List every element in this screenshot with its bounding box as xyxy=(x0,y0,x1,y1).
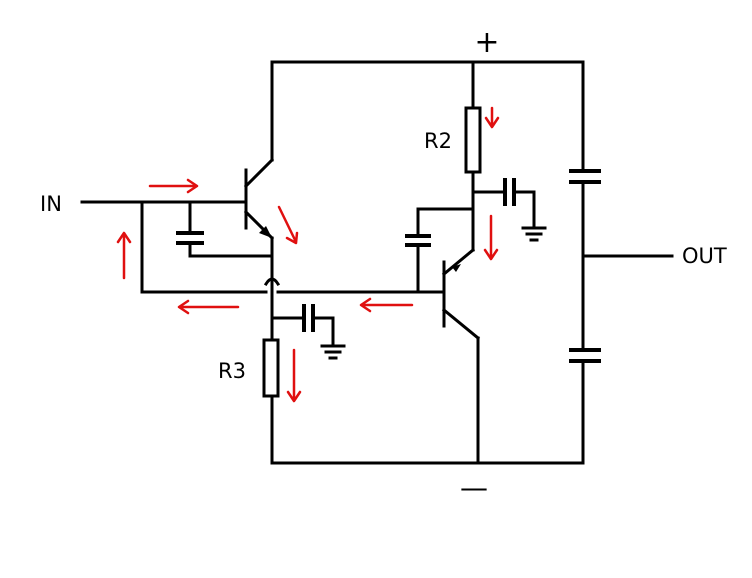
current-arrow-q1-emitter xyxy=(277,205,299,245)
current-arrow-r3 xyxy=(286,348,302,403)
q2-feedback-capacitor xyxy=(405,207,475,294)
current-arrow-input xyxy=(148,178,199,194)
input-wire xyxy=(80,200,248,294)
r2-bypass-capacitor xyxy=(471,178,547,242)
r3-bypass-capacitor xyxy=(270,304,346,360)
output-label: OUT xyxy=(682,244,727,268)
minus-terminal-label: — xyxy=(460,471,488,504)
current-arrow-r2 xyxy=(484,106,500,129)
input-capacitor xyxy=(176,200,274,258)
resistor-r2 xyxy=(464,60,482,252)
input-label: IN xyxy=(40,192,62,216)
current-arrow-feedback-left xyxy=(177,299,240,315)
r2-label: R2 xyxy=(424,129,452,153)
transistor-q2 xyxy=(441,247,481,465)
r3-label: R3 xyxy=(218,359,246,383)
current-arrow-feedback-up xyxy=(116,231,132,280)
transistor-q1 xyxy=(243,60,275,241)
q1-emitter-line xyxy=(263,236,281,342)
resistor-r3 xyxy=(262,338,280,465)
current-arrow-middle-left xyxy=(359,297,414,313)
current-arrow-q2-emitter xyxy=(483,214,499,261)
plus-terminal-label: + xyxy=(474,25,499,60)
output-capacitor-divider xyxy=(569,60,601,465)
